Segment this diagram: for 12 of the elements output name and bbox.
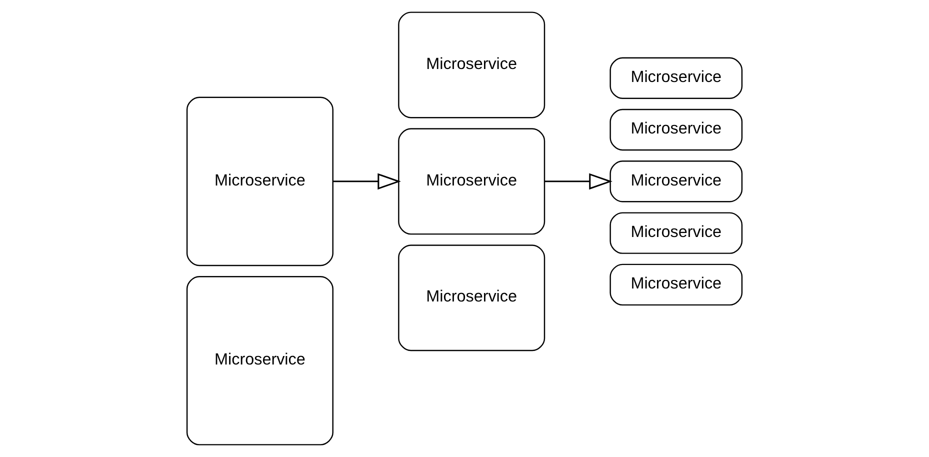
node-box: Microservice (610, 212, 743, 254)
node-box: Microservice (610, 160, 743, 202)
node-box: Microservice (186, 96, 334, 266)
arrow (544, 173, 612, 190)
node-box: Microservice (610, 57, 743, 99)
node-box: Microservice (186, 276, 334, 446)
node-box: Microservice (610, 264, 743, 306)
node-box: Microservice (398, 128, 546, 235)
node-box: Microservice (398, 244, 546, 352)
node-box: Microservice (610, 108, 743, 151)
arrow (333, 173, 401, 190)
node-box: Microservice (398, 12, 546, 118)
